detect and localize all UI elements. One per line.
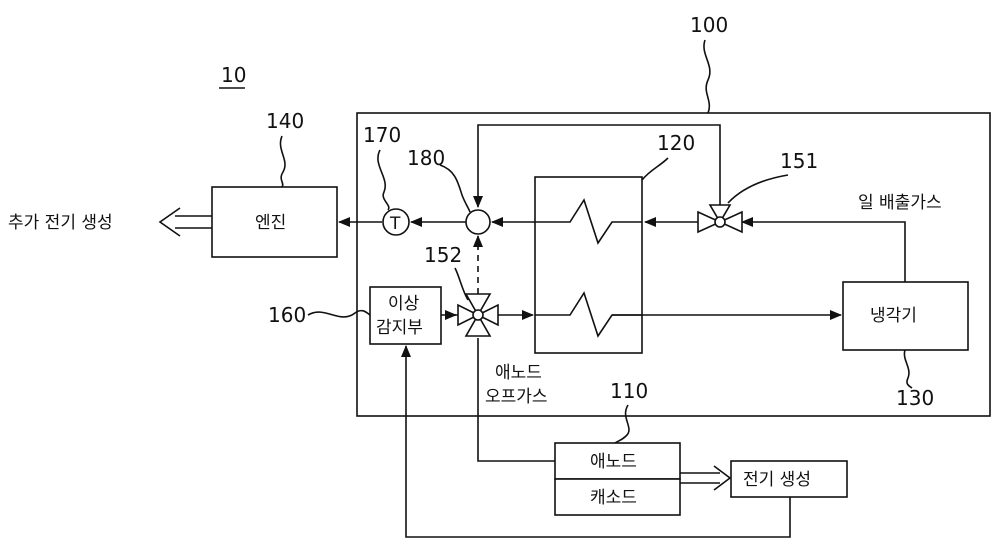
ref-module: 100: [690, 13, 728, 37]
ref-sensor: 170: [363, 123, 401, 147]
engine-label: 엔진: [255, 213, 286, 233]
cooler-label: 냉각기: [870, 306, 917, 326]
ref-valve-151: 151: [780, 149, 818, 173]
detector-line2: 감지부: [376, 318, 423, 338]
cathode-box: [554, 478, 681, 516]
valve-151: [697, 204, 743, 234]
ref-engine: 140: [266, 109, 304, 133]
module-boundary: [356, 112, 991, 417]
ref-heat-exchanger: 120: [657, 131, 695, 155]
temperature-sensor: [382, 208, 410, 236]
anode-offgas-line2: 오프가스: [485, 387, 548, 407]
extra-power-arrow: [158, 207, 212, 237]
ref-cooler: 130: [896, 386, 934, 410]
ref-mixer: 180: [407, 146, 445, 170]
ref-detector: 160: [268, 303, 306, 327]
ref-valve-152: 152: [424, 243, 462, 267]
ref-fuel-cell: 110: [610, 379, 648, 403]
heat-exchanger: [534, 176, 643, 354]
cathode-label: 캐소드: [590, 488, 637, 508]
anomaly-detector: [369, 286, 442, 345]
power-gen-label: 전기 생성: [743, 470, 811, 490]
temperature-symbol: T: [389, 214, 401, 234]
anode-box: [554, 442, 681, 480]
detector-line1: 이상: [388, 294, 420, 314]
power-gen-box: [730, 460, 848, 498]
anode-label: 애노드: [590, 452, 637, 472]
extra-power-label: 추가 전기 생성: [8, 213, 113, 233]
exhaust-gas-label: 일 배출가스: [858, 193, 942, 213]
cooler-box: [842, 281, 969, 351]
valve-152: [457, 293, 499, 337]
ref-system: 10: [221, 63, 246, 87]
mixer-node: [465, 209, 491, 235]
power-gen-arrow: [680, 465, 732, 491]
anode-offgas-line1: 애노드: [495, 363, 542, 383]
engine-box: [211, 186, 338, 258]
